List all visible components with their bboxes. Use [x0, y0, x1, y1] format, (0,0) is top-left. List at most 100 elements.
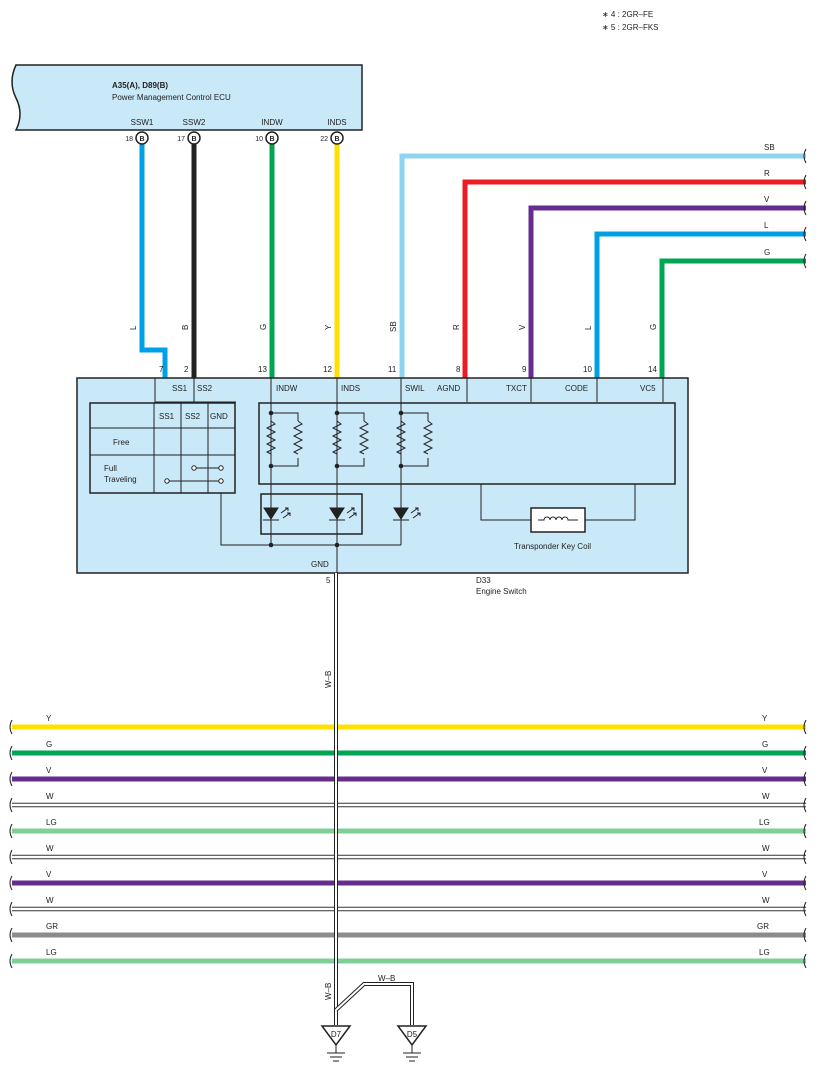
bus-label-left: GR: [46, 922, 58, 931]
switch-pin-number: 7: [159, 365, 164, 374]
ecu-box: [11, 64, 363, 131]
terminal-agnd: AGND: [437, 384, 460, 393]
terminal-txct: TXCT: [506, 384, 527, 393]
wire-color-label: L: [584, 325, 593, 330]
svg-text:17: 17: [177, 136, 185, 143]
engine-switch-box: [76, 377, 689, 574]
switch-pin-number: 8: [456, 365, 461, 374]
bus-label-left: V: [46, 766, 52, 775]
terminal-indw: INDW: [276, 384, 298, 393]
wire-end-label: G: [764, 248, 770, 257]
terminal-ss2: SS2: [197, 384, 213, 393]
transponder-coil: [480, 484, 636, 533]
bus-label-right: V: [762, 870, 768, 879]
svg-text:10: 10: [255, 136, 263, 143]
bus-label-right: W: [762, 844, 770, 853]
bus-label-right: GR: [757, 922, 769, 931]
wire-swil: [399, 153, 806, 378]
bus-label-right: W: [762, 792, 770, 801]
led-light-arrows: [280, 507, 421, 519]
ground-label-d7: D7: [331, 1030, 342, 1039]
switch-pin-number: 11: [388, 365, 397, 374]
led-icon: [263, 507, 409, 521]
ecu-pin-label: INDS: [327, 118, 346, 127]
terminal-header: [154, 378, 664, 403]
bus-label-left: G: [46, 740, 52, 749]
bus-label-left: LG: [46, 948, 57, 957]
bus-wire-bundle: [12, 724, 806, 964]
bus-label-right: Y: [762, 714, 768, 723]
wire-break-right-bus: [803, 719, 807, 969]
wire-end-label: L: [764, 221, 769, 230]
terminal-inds: INDS: [341, 384, 360, 393]
wire-color-label: L: [129, 325, 138, 330]
note-2: ∗ 5 : 2GR–FKS: [602, 23, 659, 32]
note-1: ∗ 4 : 2GR–FE: [602, 10, 653, 19]
bus-label-right: LG: [759, 818, 770, 827]
junction-dots: [268, 410, 404, 548]
switch-pin-number: 10: [583, 365, 592, 374]
ecu-connector-17: B 17: [177, 131, 201, 145]
switch-pin-number: 2: [184, 365, 189, 374]
ecu-pin-label: INDW: [261, 118, 283, 127]
switch-position-table: [89, 402, 236, 494]
bus-label-left: Y: [46, 714, 52, 723]
ground-wire-wb: [334, 573, 414, 1025]
bus-label-left: W: [46, 896, 54, 905]
wire-vc5: [659, 258, 806, 378]
ground-point-d7: [320, 1025, 352, 1062]
svg-text:18: 18: [125, 136, 133, 143]
ground-wire-label: W–B: [324, 671, 333, 688]
bus-label-left: LG: [46, 818, 57, 827]
ground-wire-label: W–B: [324, 983, 333, 1000]
terminal-ss1: SS1: [172, 384, 188, 393]
wire-agnd: [462, 179, 806, 378]
wire-color-label: Y: [324, 324, 333, 330]
ecu-name: Power Management Control ECU: [112, 93, 231, 102]
table-header-ss1: SS1: [159, 412, 175, 421]
wire-break-right: [803, 148, 807, 269]
ground-label-d5: D5: [407, 1030, 418, 1039]
svg-text:B: B: [334, 136, 339, 143]
wire-end-label: R: [764, 169, 770, 178]
svg-text:B: B: [269, 136, 274, 143]
wire-txct: [528, 205, 806, 378]
bus-label-left: W: [46, 844, 54, 853]
indicator-circuit-block: [220, 402, 676, 573]
wire-color-label: B: [181, 325, 190, 330]
wire-break-left: [9, 719, 13, 969]
switch-contact-symbol: [164, 465, 224, 484]
switch-pin-number: 13: [258, 365, 267, 374]
switch-pin-number: 12: [323, 365, 332, 374]
table-header-gnd: GND: [210, 412, 228, 421]
wire-end-label: V: [764, 195, 770, 204]
switch-code: D33: [476, 576, 491, 585]
wire-color-label: G: [649, 324, 658, 330]
svg-text:B: B: [191, 136, 196, 143]
ground-wire-label: W–B: [378, 974, 395, 983]
table-row-free: Free: [113, 438, 130, 447]
terminal-swil: SWIL: [405, 384, 425, 393]
terminal-code: CODE: [565, 384, 588, 393]
ecu-connector-18: B 18: [125, 131, 149, 145]
svg-text:22: 22: [320, 136, 328, 143]
switch-pin-number: 9: [522, 365, 527, 374]
ecu-pin-label: SSW2: [183, 118, 206, 127]
wire-color-label: R: [452, 324, 461, 330]
wire-code: [594, 231, 806, 378]
switch-gnd-pin: 5: [326, 576, 331, 585]
ground-point-d5: [396, 1025, 428, 1062]
terminal-vc5: VC5: [640, 384, 656, 393]
bus-label-left: W: [46, 792, 54, 801]
bus-label-right: V: [762, 766, 768, 775]
wire-ssw1: [139, 140, 168, 378]
svg-text:B: B: [139, 136, 144, 143]
bus-label-right: W: [762, 896, 770, 905]
bus-label-right: G: [762, 740, 768, 749]
ecu-code: A35(A), D89(B): [112, 81, 168, 90]
ecu-pin-label: SSW1: [131, 118, 154, 127]
switch-name: Engine Switch: [476, 587, 527, 596]
switch-gnd-label: GND: [311, 560, 329, 569]
switch-pin-number: 14: [648, 365, 657, 374]
wire-color-label: V: [518, 324, 527, 330]
